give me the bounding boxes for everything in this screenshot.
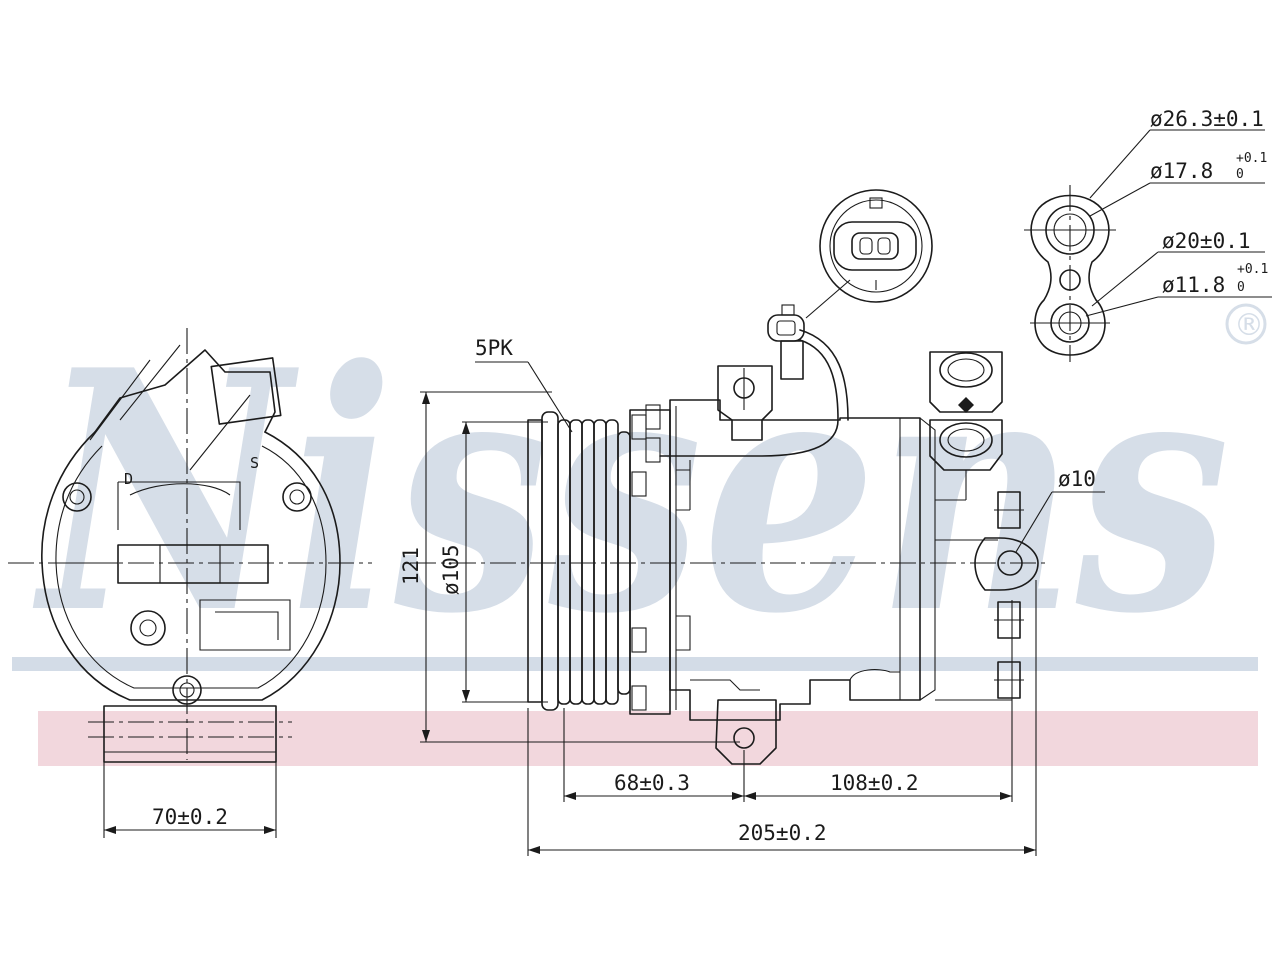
pulley-label: ø105: [439, 544, 463, 595]
flange-center-hole: [1059, 269, 1081, 291]
connector-detail-circle: [819, 189, 933, 303]
port-d1-label: ø26.3±0.1: [1150, 107, 1264, 131]
side-view: D S 70±0.2: [8, 328, 372, 838]
side-bolt-mid: [130, 610, 166, 646]
port-d4-label: ø11.8: [1162, 273, 1225, 297]
body-rear-cap: [899, 417, 936, 701]
connector-plug-pins: [776, 320, 796, 336]
body-lower-contour: [690, 669, 900, 691]
connector-callout-leader: [805, 279, 851, 319]
clutch-bolts: [631, 404, 661, 711]
rear-mount-ear: [974, 537, 1039, 591]
connector-detail-ring: [829, 199, 923, 293]
height-label: 121: [399, 547, 423, 585]
pulley-arrow-top: [462, 422, 470, 434]
side-internal: [117, 481, 241, 530]
bottom-mount-hole: [733, 727, 755, 749]
overall-length-label: 205±0.2: [738, 821, 827, 845]
flange-port-large-inner: [1053, 213, 1087, 247]
front-view: 121 ø105 5PK: [399, 189, 1105, 856]
port-d4-tol-upper: +0.1: [1237, 262, 1268, 277]
port-d4-leader: [1085, 296, 1159, 317]
body-front-step: [675, 406, 691, 710]
rear-mount-hole: [997, 550, 1023, 576]
port-block-lower: [929, 419, 1003, 501]
side-head: [94, 349, 276, 433]
connector-sleeve: [780, 340, 804, 380]
pink-band: [38, 711, 1258, 766]
dim-108-arrow-r: [1000, 792, 1012, 800]
clutch-to-mount-label: 68±0.3: [614, 771, 690, 795]
mount-hole-leader: [1015, 491, 1053, 553]
port-d3-label: ø20±0.1: [1162, 229, 1251, 253]
flange-outline: [1030, 194, 1110, 356]
flange-port-small-inner: [1058, 311, 1082, 335]
side-lower-internal: [199, 599, 291, 651]
port-block-upper: [929, 351, 1003, 413]
connector-detail-pins: [851, 232, 899, 260]
side-hatch-a: [89, 344, 251, 471]
port-flange-detail: ø26.3±0.1 ø17.8 +0.1 0 ø20±0.1 ø11.8 +0.…: [1024, 107, 1272, 362]
side-cross-bar-inner: [159, 544, 221, 584]
height-arrow-top: [422, 392, 430, 404]
port-d2-leader: [1089, 182, 1151, 217]
connector-cable: [659, 339, 839, 457]
flange-port-large-outer: [1045, 205, 1095, 255]
width-arrow-left: [104, 826, 116, 834]
flange-port-small-outer: [1050, 303, 1090, 343]
dim-68-arrow-l: [564, 792, 576, 800]
width-arrow-right: [264, 826, 276, 834]
connector-detail-pin-a: [859, 237, 873, 255]
blue-band: [12, 657, 1258, 671]
registered-mark: ®: [1234, 308, 1264, 343]
side-mark-s: S: [250, 454, 259, 472]
side-bolt-bottom: [172, 675, 202, 705]
connector-tab: [781, 304, 795, 316]
height-arrow-bottom: [422, 730, 430, 742]
connector-detail-body: [833, 221, 917, 271]
port-d4-tol-lower: 0: [1237, 280, 1245, 295]
side-body-inner: [55, 445, 327, 689]
port-d2-tol-upper: +0.1: [1236, 151, 1267, 166]
side-mount-foot: [103, 705, 277, 763]
mount-hole-label: ø10: [1058, 467, 1096, 491]
registered-circle: [1225, 303, 1267, 345]
side-connector: [210, 357, 282, 425]
connector-detail-latch: [869, 197, 883, 209]
belt-label: 5PK: [475, 336, 513, 360]
dim-68-arrow-r: [732, 792, 744, 800]
pulley-arrow-bottom: [462, 690, 470, 702]
bottom-mount-ear: [715, 699, 777, 765]
width-label: 70±0.2: [152, 805, 228, 829]
dim-205-arrow-l: [528, 846, 540, 854]
mount-to-rear-label: 108±0.2: [830, 771, 919, 795]
dim-108-arrow-l: [744, 792, 756, 800]
port-d2-label: ø17.8: [1150, 159, 1213, 183]
port-d2-tol-lower: 0: [1236, 167, 1244, 182]
side-mark-d: D: [124, 470, 133, 488]
side-bolt-top-right: [282, 482, 312, 512]
port-d3-leader: [1091, 251, 1159, 307]
top-mount-ear: [717, 365, 773, 441]
dim-205-arrow-r: [1024, 846, 1036, 854]
connector-cable-2: [799, 329, 849, 421]
connector-detail-pin-b: [877, 237, 891, 255]
side-bolt-top-left: [62, 482, 92, 512]
port-d1-leader: [1089, 129, 1151, 199]
